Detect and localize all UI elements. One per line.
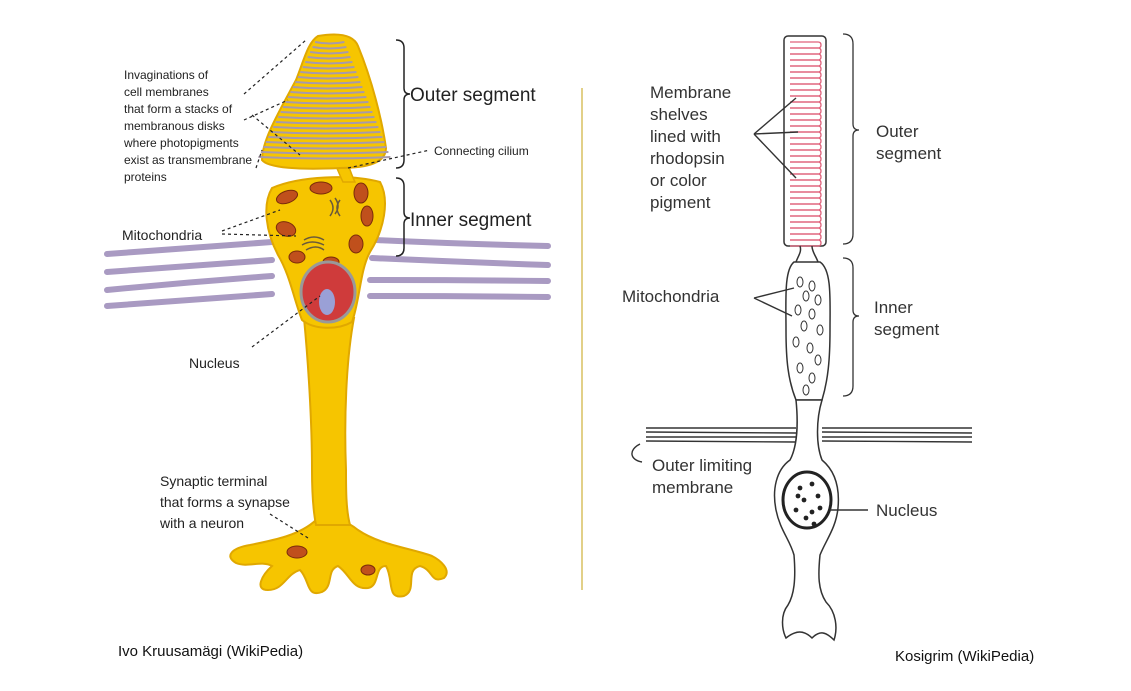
membrane-disk (265, 141, 385, 145)
membrane-disk (305, 61, 353, 65)
rod-mitochondrion (796, 276, 804, 288)
membrane-disk (309, 51, 349, 55)
golgi-marks (301, 197, 341, 251)
outer-segment-bracket (395, 39, 411, 169)
chromatin-dot (793, 507, 799, 513)
outer-segment-label: Outer segment (410, 85, 536, 106)
rod-connecting-neck (795, 245, 819, 263)
synaptic-terminal-label: Synaptic terminal that forms a synapse w… (159, 473, 294, 531)
inner-segment-bracket (395, 177, 411, 257)
right-nucleus-label: Nucleus (876, 501, 937, 520)
synaptic-terminal-shape (229, 518, 448, 598)
right-outer-segment-label: Outer segment (876, 122, 941, 163)
left-leader-lines (221, 39, 431, 539)
rod-mitochondrion (808, 308, 816, 320)
chromatin-dot (815, 493, 821, 499)
membrane-shelves-label: Membrane shelves lined with rhodopsin or… (650, 83, 736, 212)
membrane-disk (312, 46, 347, 50)
rod-mitochondrion (806, 342, 814, 354)
membrane-disks (258, 41, 391, 160)
invaginations-label: Invaginations of cell membranes that for… (123, 68, 255, 184)
connecting-cilium-label: Connecting cilium (434, 144, 529, 158)
membrane-disk (287, 96, 367, 100)
rod-mitochondrion (814, 354, 822, 366)
inner-segment-label: Inner segment (410, 210, 532, 231)
rod-nucleus-shape (781, 470, 833, 530)
rod-mitochondrion (792, 336, 800, 348)
chromatin-dot (811, 521, 817, 527)
rod-mitochondrion (802, 290, 810, 302)
membrane-disk (280, 111, 373, 115)
outer-limiting-membrane-label: Outer limiting membrane (652, 456, 757, 497)
rod-nucleus-texture (793, 481, 823, 527)
right-leader-lines (631, 97, 868, 511)
rod-inner-segment (785, 261, 831, 401)
membrane-disk (297, 76, 359, 80)
rod-mitochondrion (800, 320, 808, 332)
membrane-disk (275, 121, 377, 125)
membrane-disk (300, 71, 357, 75)
cell-stalk (302, 317, 356, 526)
mitochondria-label: Mitochondria (122, 227, 202, 243)
membrane-disk (292, 86, 363, 90)
left-photoreceptor-diagram: Invaginations of cell membranes that for… (104, 33, 551, 660)
right-inner-segment-bracket (842, 257, 860, 397)
chromatin-dot (795, 493, 801, 499)
membrane-disk (295, 81, 361, 85)
left-membrane-bands (104, 237, 551, 309)
nucleus-label: Nucleus (189, 355, 240, 371)
nucleolus-shape (319, 289, 335, 315)
membrane-disk (282, 106, 371, 110)
membrane-disk (273, 126, 379, 130)
chromatin-dot (809, 481, 815, 487)
chromatin-dot (803, 515, 809, 521)
membrane-shelf (790, 239, 822, 247)
membrane-disk (268, 136, 383, 140)
membrane-disk (307, 56, 351, 60)
chromatin-dot (797, 485, 803, 491)
membrane-shelves (790, 41, 822, 247)
membrane-disk (258, 156, 391, 160)
chromatin-dot (809, 509, 815, 515)
chromatin-dot (817, 505, 823, 511)
rod-outer-segment (783, 35, 827, 247)
membrane-disk (290, 91, 365, 95)
rod-mitochondrion (794, 304, 802, 316)
rod-mitochondrion (796, 362, 804, 374)
right-inner-segment-label: Inner segment (874, 298, 939, 339)
right-photoreceptor-diagram: Membrane shelves lined with rhodopsin or… (622, 33, 1034, 665)
right-credit: Kosigrim (WikiPedia) (895, 648, 1034, 665)
outer-limiting-membrane-bands (645, 427, 973, 443)
rod-mitochondrion (814, 294, 822, 306)
membrane-disk (270, 131, 381, 135)
left-credit: Ivo Kruusamägi (WikiPedia) (118, 643, 303, 660)
rod-mitochondrion (816, 324, 824, 336)
membrane-disk (302, 66, 355, 70)
outer-segment-shape (260, 33, 388, 170)
rod-mitochondrion (808, 372, 816, 384)
chromatin-dot (801, 497, 807, 503)
right-mitochondria-label: Mitochondria (622, 287, 720, 306)
rod-mitochondrion (802, 384, 810, 396)
rod-mitochondrion (808, 280, 816, 292)
right-outer-segment-bracket (842, 33, 860, 245)
membrane-disk (314, 41, 345, 45)
membrane-disk (285, 101, 369, 105)
rod-mitochondria (792, 276, 824, 396)
membrane-disk (263, 146, 387, 150)
membrane-disk (278, 116, 375, 120)
membrane-disk (260, 151, 389, 155)
